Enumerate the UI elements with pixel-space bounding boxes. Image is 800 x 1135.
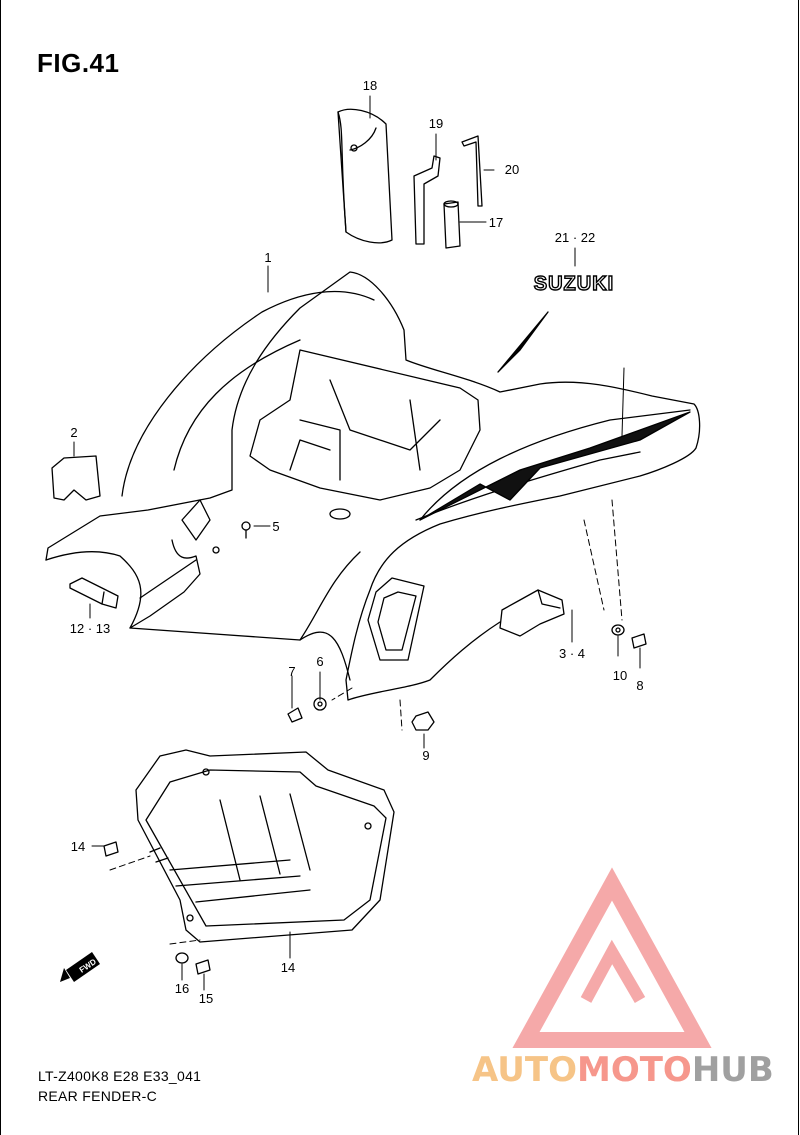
callout-19: 20 (505, 162, 519, 177)
nut-part (411, 711, 435, 731)
fastener-parts (103, 841, 211, 975)
callout-12-13: 14 (281, 960, 295, 975)
callout-1: 1 (264, 250, 271, 265)
callout-2: 2 (70, 425, 77, 440)
callout-8: 8 (636, 678, 643, 693)
callout-15: 16 (175, 981, 189, 996)
callout-5: 5 (272, 519, 279, 534)
plug-tool-part (443, 200, 461, 249)
section-name-caption: REAR FENDER-C (38, 1088, 158, 1104)
screw-part-5 (241, 521, 251, 539)
callout-18: 19 (429, 116, 443, 131)
decal-text: SUZUKI (534, 273, 614, 295)
callout-16: 17 (489, 215, 503, 230)
callout-6: 6 (316, 654, 323, 669)
rear-fender-part (45, 271, 701, 701)
washer-bolt-parts (611, 624, 647, 649)
right-border (798, 0, 799, 1135)
watermark-auto: AUTO (472, 1050, 577, 1090)
assembly-lines (109, 499, 623, 945)
callout-10: 10 (613, 668, 627, 683)
callout-14-b: 15 (199, 991, 213, 1006)
watermark-moto: MOTO (576, 1050, 692, 1090)
callout-11: 12 · 13 (70, 621, 110, 636)
callout-17: 18 (363, 78, 377, 93)
watermark-hub: HUB (691, 1050, 774, 1090)
watermark-text: AUTOMOTOHUB (472, 1050, 774, 1090)
pad-part (51, 455, 101, 501)
callout-7: 7 (288, 664, 295, 679)
model-code-caption: LT-Z400K8 E28 E33_041 (38, 1068, 202, 1084)
forward-arrow: FWD (60, 952, 100, 982)
mud-guard-part (135, 749, 395, 943)
grommet-screw-parts (287, 697, 327, 723)
leader-lines (73, 95, 641, 991)
callout-20: 21 · 22 (555, 230, 595, 245)
wrench-part (413, 155, 441, 245)
callout-labels: 18 19 20 17 21 · 22 1 2 5 12 · 13 3 · 4 … (70, 78, 644, 1006)
callout-9: 9 (422, 748, 429, 763)
left-border (0, 0, 1, 1135)
hex-key-part (461, 135, 483, 207)
callout-3-4: 3 · 4 (559, 646, 585, 661)
block-part (69, 577, 119, 609)
watermark-logo (512, 867, 712, 1048)
tool-pouch-part (337, 108, 393, 244)
suzuki-decal: SUZUKI (533, 272, 614, 295)
figure-title: FIG.41 (37, 48, 120, 78)
bracket-part (499, 589, 565, 637)
callout-14-a: 14 (71, 839, 85, 854)
